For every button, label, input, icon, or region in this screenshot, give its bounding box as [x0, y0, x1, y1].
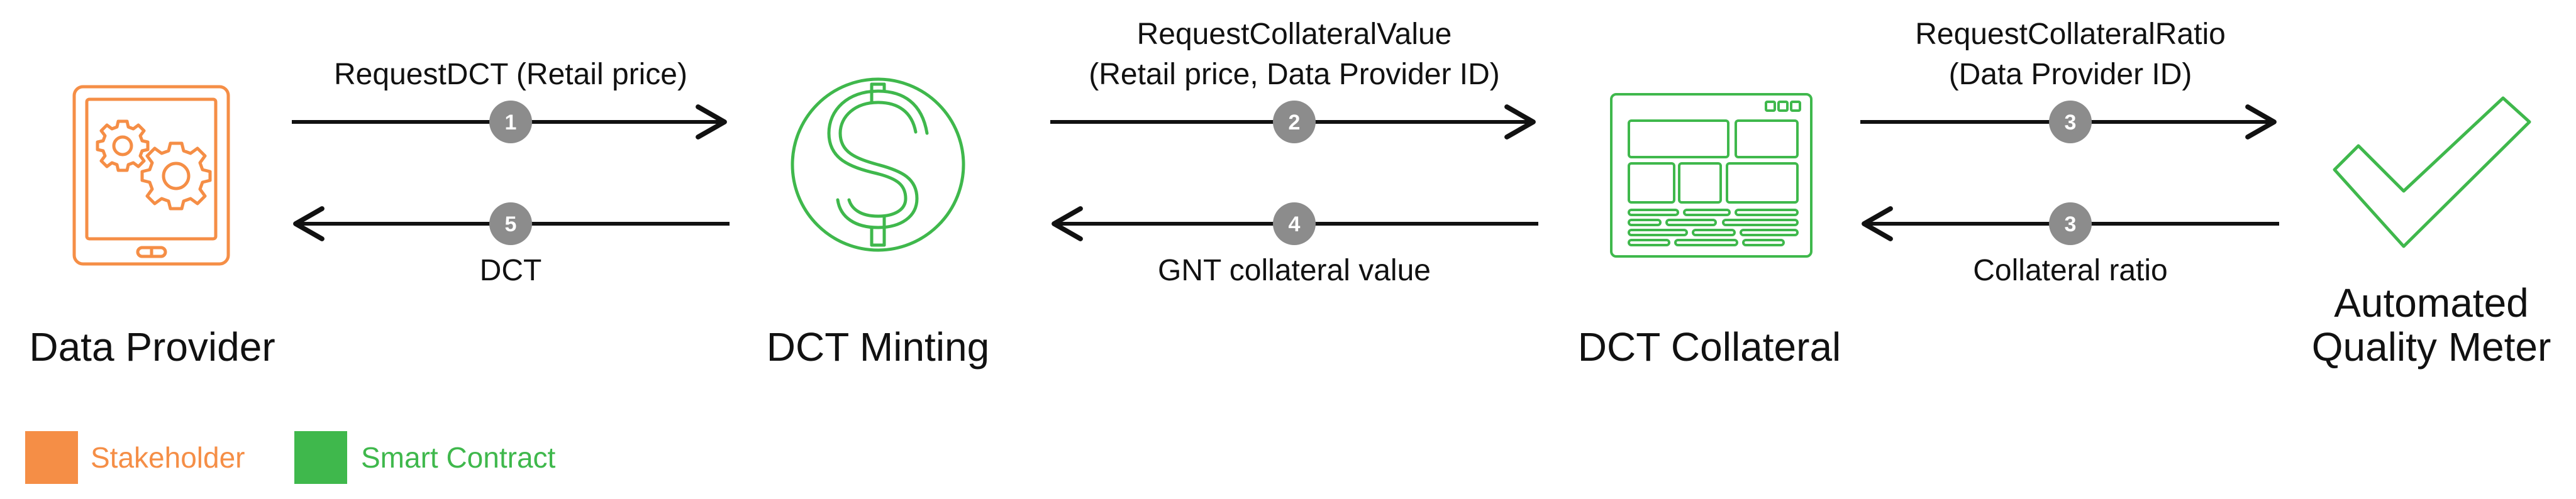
node-label-quality-meter-line-1: Automated: [2334, 280, 2529, 326]
flow-label-1: RequestDCT (Retail price): [334, 58, 687, 91]
legend-swatch-smart-contract: [294, 431, 347, 484]
step-badge: 4: [1273, 202, 1316, 245]
step-badge: 2: [1273, 101, 1316, 143]
step-number: 3: [2065, 111, 2077, 134]
node-label-quality-meter-line-2: Quality Meter: [2312, 324, 2551, 370]
browser-window-icon: [1610, 93, 1813, 258]
flow-label-3-line-1: RequestCollateralRatio: [1915, 18, 2226, 51]
step-number: 5: [505, 212, 517, 236]
step-number: 3: [2065, 212, 2077, 236]
dollar-coin-icon: [791, 77, 965, 252]
flow-label-4: GNT collateral value: [1158, 254, 1431, 287]
flow-label-2-line-2: (Retail price, Data Provider ID): [1089, 58, 1500, 91]
legend-swatch-stakeholder: [25, 431, 78, 484]
step-number: 1: [505, 111, 517, 134]
step-number: 2: [1289, 111, 1301, 134]
step-badge: 3: [2049, 202, 2092, 245]
flow-label-3-line-2: (Data Provider ID): [1949, 58, 2192, 91]
checkmark-icon: [2333, 96, 2531, 248]
legend-label-smart-contract: Smart Contract: [361, 441, 556, 474]
flow-label-3-response: Collateral ratio: [1973, 254, 2167, 287]
legend: Stakeholder Smart Contract: [25, 431, 556, 484]
step-badge: 1: [489, 101, 532, 143]
node-label-dct-minting: DCT Minting: [767, 324, 989, 370]
flow-label-5: DCT: [480, 254, 542, 287]
step-number: 4: [1289, 212, 1301, 236]
node-label-data-provider: Data Provider: [29, 324, 275, 370]
node-label-dct-collateral: DCT Collateral: [1578, 324, 1841, 370]
tablet-gears-icon: [72, 85, 230, 266]
step-badge: 3: [2049, 101, 2092, 143]
legend-label-stakeholder: Stakeholder: [91, 441, 245, 474]
flow-label-2-line-1: RequestCollateralValue: [1137, 18, 1452, 51]
step-badge: 5: [489, 202, 532, 245]
